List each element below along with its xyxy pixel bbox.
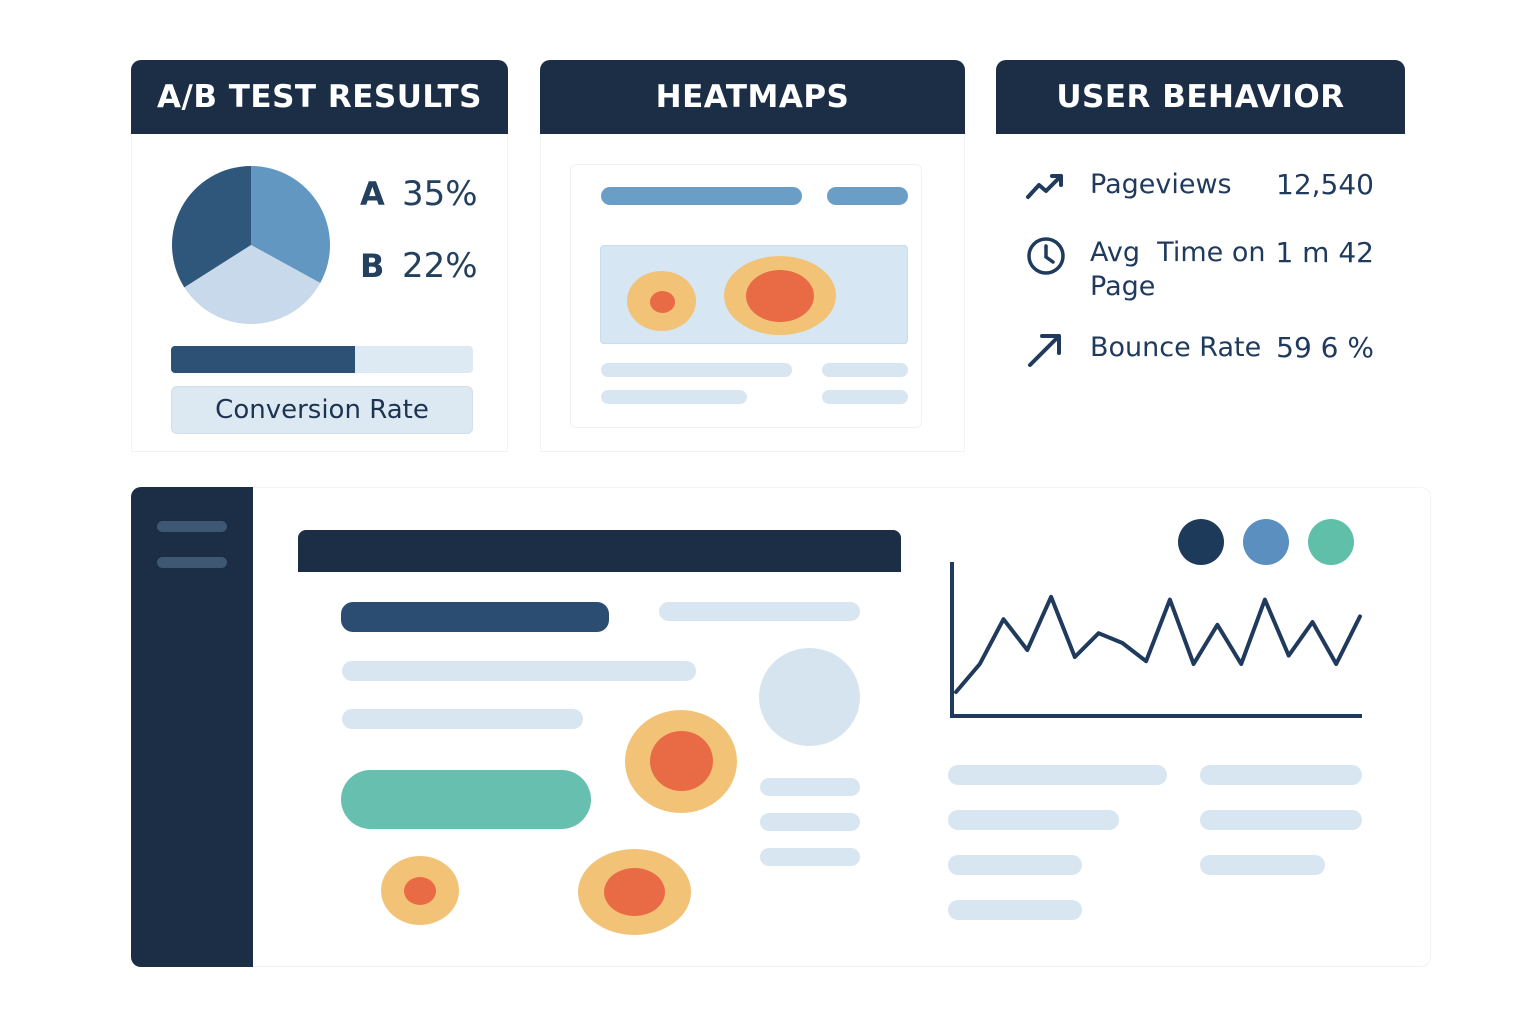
heatmap-text-line [601,390,747,404]
conversion-progress-fill [171,346,356,373]
line-chart-series [954,594,1362,694]
avg-time-label: Avg Time on Page [1090,236,1265,304]
sidebar-nav-item[interactable] [157,521,227,532]
heatmap-text-line [822,390,908,404]
dashboard-avatar [759,648,860,746]
dashboard-text-line [760,778,860,796]
heatmap-text-line [822,363,908,377]
legend-dot-teal [1308,519,1354,565]
bounce-rate-value: 59 6 % [1276,331,1374,364]
sidebar-nav-item[interactable] [157,557,227,568]
dashboard-line-chart [950,562,1362,718]
dashboard-text-line [1200,765,1362,785]
bounce-rate-label: Bounce Rate [1090,332,1262,363]
line-chart-axes [950,562,1362,718]
ab-test-card-title: A/B TEST RESULTS [157,79,482,115]
user-behavior-card-title: USER BEHAVIOR [1056,79,1345,115]
dashboard-heat-spot-core [404,877,436,905]
heatmaps-card-title: HEATMAPS [655,79,850,115]
pageviews-label: Pageviews [1090,169,1232,200]
dashboard-text-line [948,900,1082,920]
heatmap-page-mockup [570,164,922,428]
heatmap-spot-large-core [746,270,814,322]
user-behavior-card-header: USER BEHAVIOR [996,60,1405,134]
variant-a-row: A 35% [360,174,478,214]
dashboard-heat-spot-core [604,868,665,916]
variant-a-key: A [360,175,385,213]
variant-b-row: B 22% [360,246,478,286]
dashboard-heading-bar [341,602,609,632]
variant-b-value: 22% [402,246,478,286]
legend-dot-blue [1243,519,1289,565]
pageviews-value: 12,540 [1276,168,1374,201]
dashboard-cta-button[interactable] [341,770,591,829]
heatmaps-card-header: HEATMAPS [540,60,965,134]
avg-time-value: 1 m 42 [1275,236,1374,269]
avg-time-label-line1: Avg Time on [1090,237,1266,268]
dashboard-text-line [948,810,1119,830]
dashboard-text-line [342,709,583,729]
dashboard-text-line [760,813,860,831]
dashboard-text-line [659,602,860,621]
dashboard-heat-spot-core [650,731,713,791]
arrow-up-right-icon [1028,334,1061,367]
legend-dot-navy [1178,519,1224,565]
clock-icon [1027,237,1065,275]
dashboard-top-bar [298,530,901,572]
avg-time-label-line2: Page [1090,271,1156,302]
trend-up-icon [1026,174,1063,199]
pie-slice-dark [172,166,251,288]
variant-b-key: B [360,247,385,285]
dashboard-text-line [342,661,696,681]
heatmap-nav-button [827,187,908,205]
heatmap-spot-small-core [650,291,675,313]
heatmap-text-line [601,363,792,377]
dashboard-text-line [760,848,860,866]
heatmap-nav-bar [601,187,802,205]
dashboard-text-line [948,765,1167,785]
pie-slice-light-blue [251,166,330,284]
dashboard-text-line [1200,810,1362,830]
dashboard-text-line [1200,855,1325,875]
conversion-rate-button[interactable]: Conversion Rate [171,386,473,434]
pie-slice-pale [184,245,321,324]
ab-test-pie-chart [172,166,330,324]
dashboard-text-line [948,855,1082,875]
variant-a-value: 35% [402,174,478,214]
ab-test-card-header: A/B TEST RESULTS [131,60,508,134]
conversion-rate-label: Conversion Rate [215,395,429,425]
